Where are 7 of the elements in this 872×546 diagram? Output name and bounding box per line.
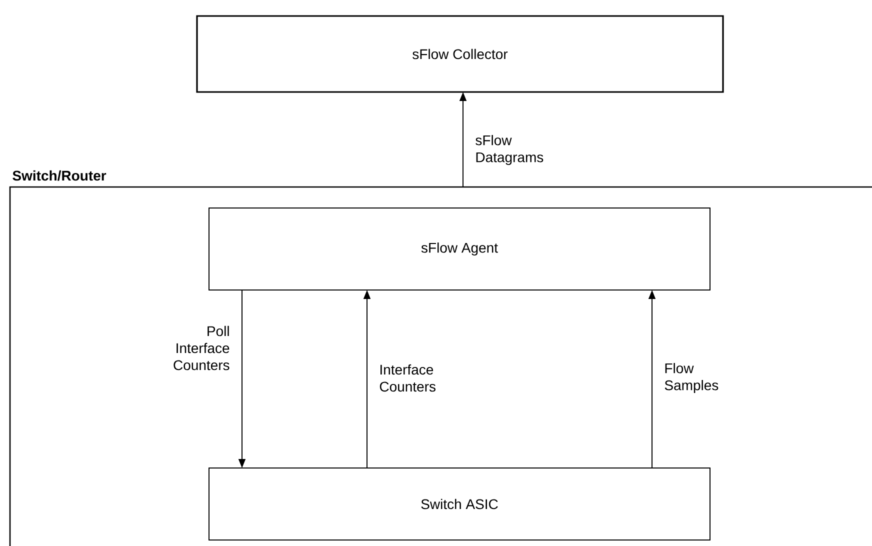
edge-label: Flow Samples [664,362,718,394]
edge-label: sFlow Datagrams [476,134,544,166]
process-box: sFlow Agent [208,208,710,290]
process-box: Switch ASIC [208,468,710,540]
edge-label: Interface Counters [380,364,436,392]
process-box: sFlow Collector [196,15,724,93]
edge-label: Poll Interface Counters [174,326,230,370]
